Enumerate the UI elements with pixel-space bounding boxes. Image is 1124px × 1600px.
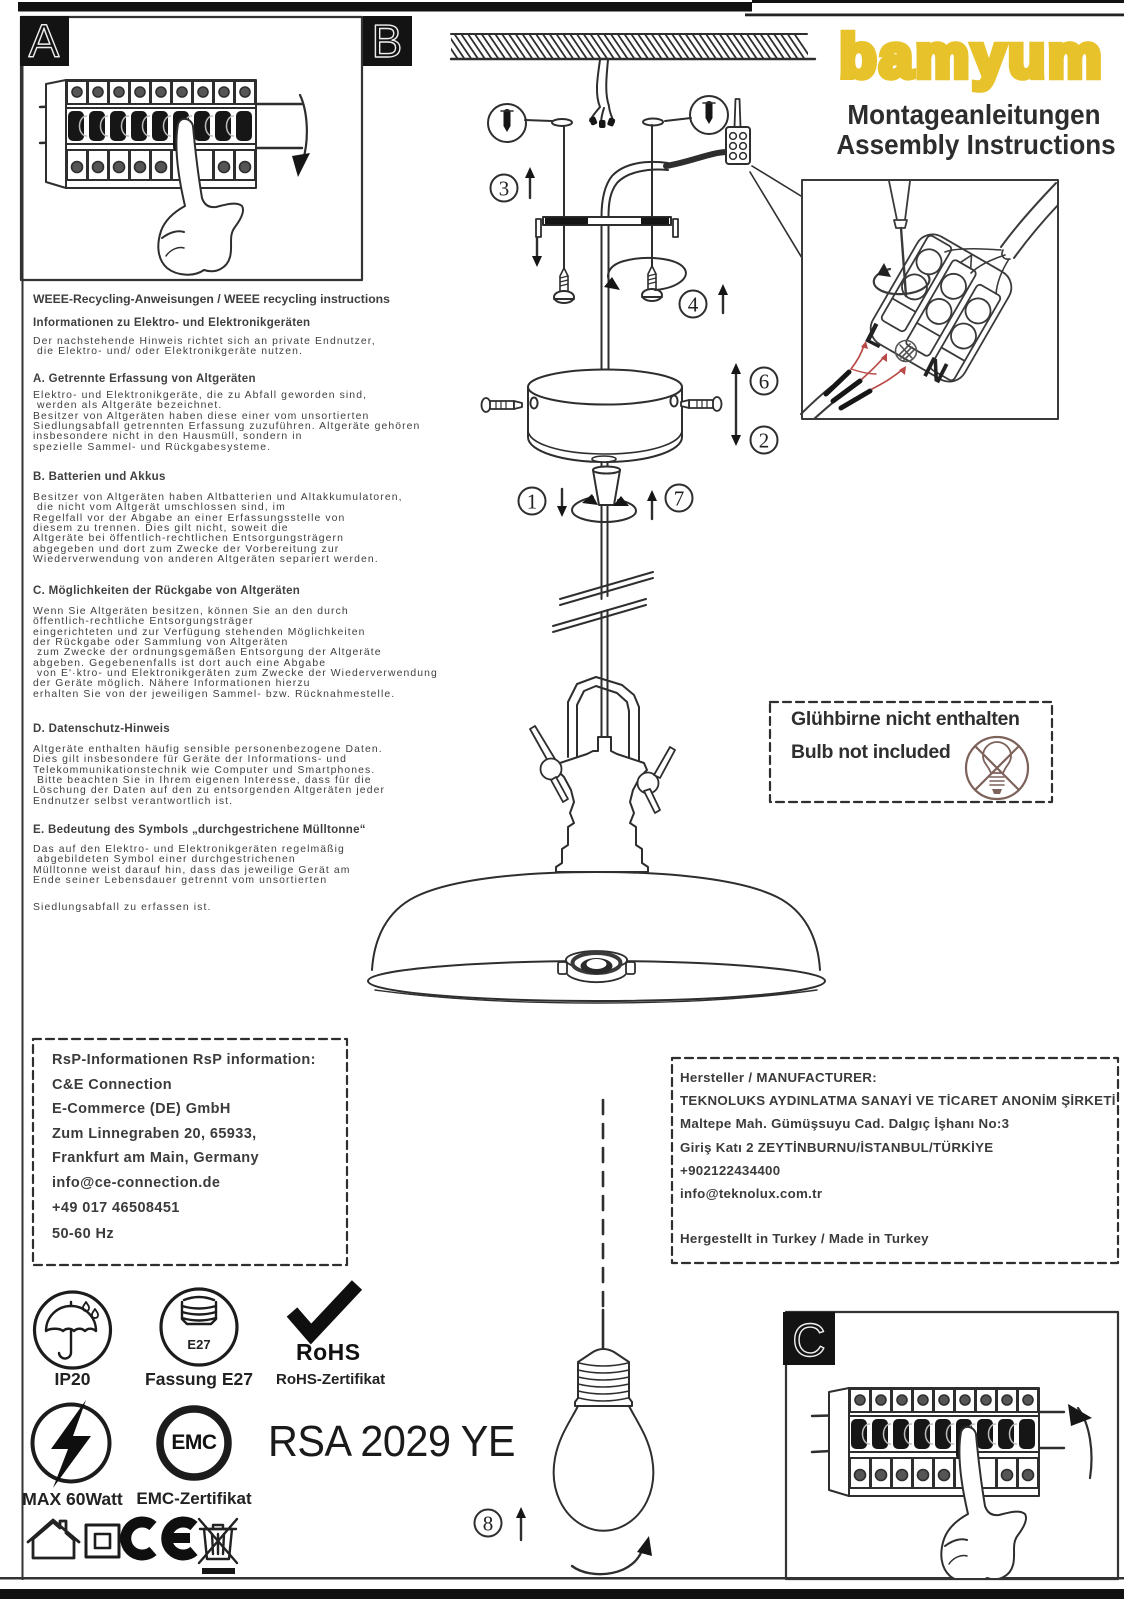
svg-text:2: 2 [759, 429, 770, 453]
svg-text:N: N [918, 351, 952, 390]
svg-text:1: 1 [527, 490, 538, 514]
svg-text:3: 3 [499, 177, 510, 201]
svg-text:8: 8 [483, 1512, 494, 1536]
svg-text:6: 6 [759, 370, 770, 394]
svg-text:C: C [792, 1314, 825, 1366]
svg-text:4: 4 [688, 293, 699, 317]
svg-text:B: B [372, 15, 403, 67]
svg-text:7: 7 [674, 487, 685, 511]
svg-text:A: A [29, 15, 60, 67]
